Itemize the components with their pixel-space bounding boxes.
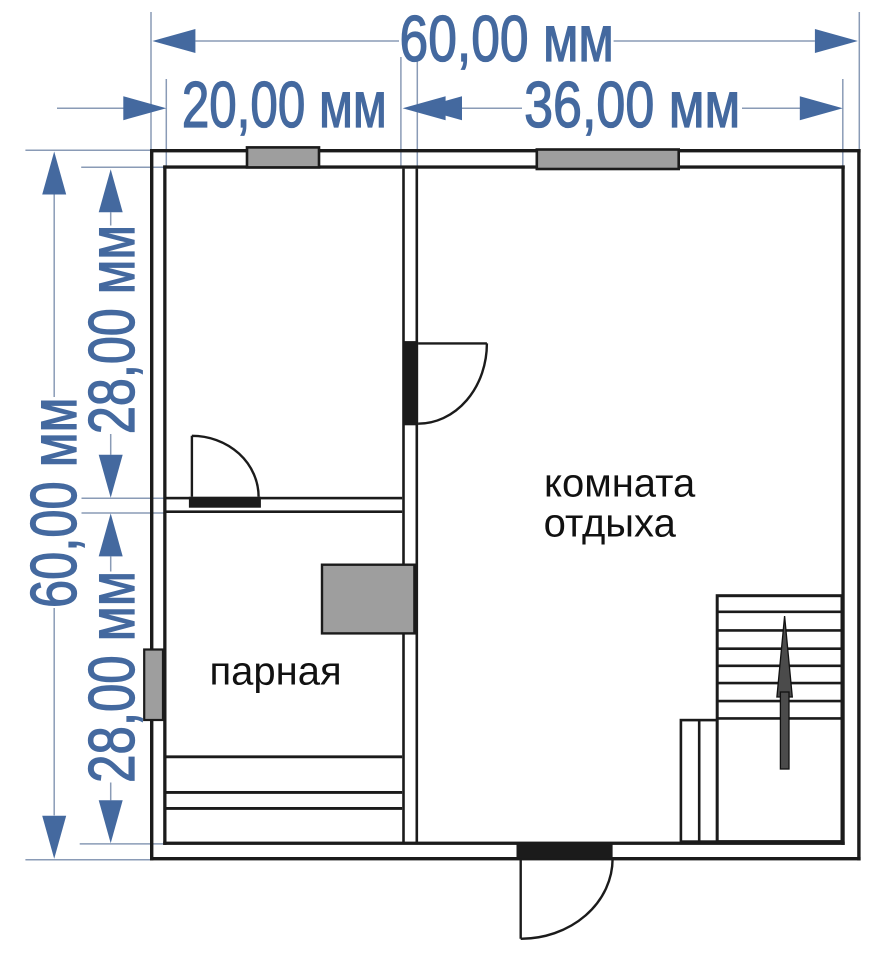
svg-text:36,00 мм: 36,00 мм [524,70,740,142]
svg-text:60,00 мм: 60,00 мм [400,4,614,76]
svg-text:комната: комната [544,461,696,505]
svg-text:отдыха: отдыха [544,501,677,545]
svg-text:20,00 мм: 20,00 мм [182,70,387,142]
svg-text:28,00 мм: 28,00 мм [76,571,148,783]
svg-text:28,00 мм: 28,00 мм [77,225,148,434]
svg-text:60,00 мм: 60,00 мм [19,398,90,608]
svg-text:парная: парная [210,650,342,694]
